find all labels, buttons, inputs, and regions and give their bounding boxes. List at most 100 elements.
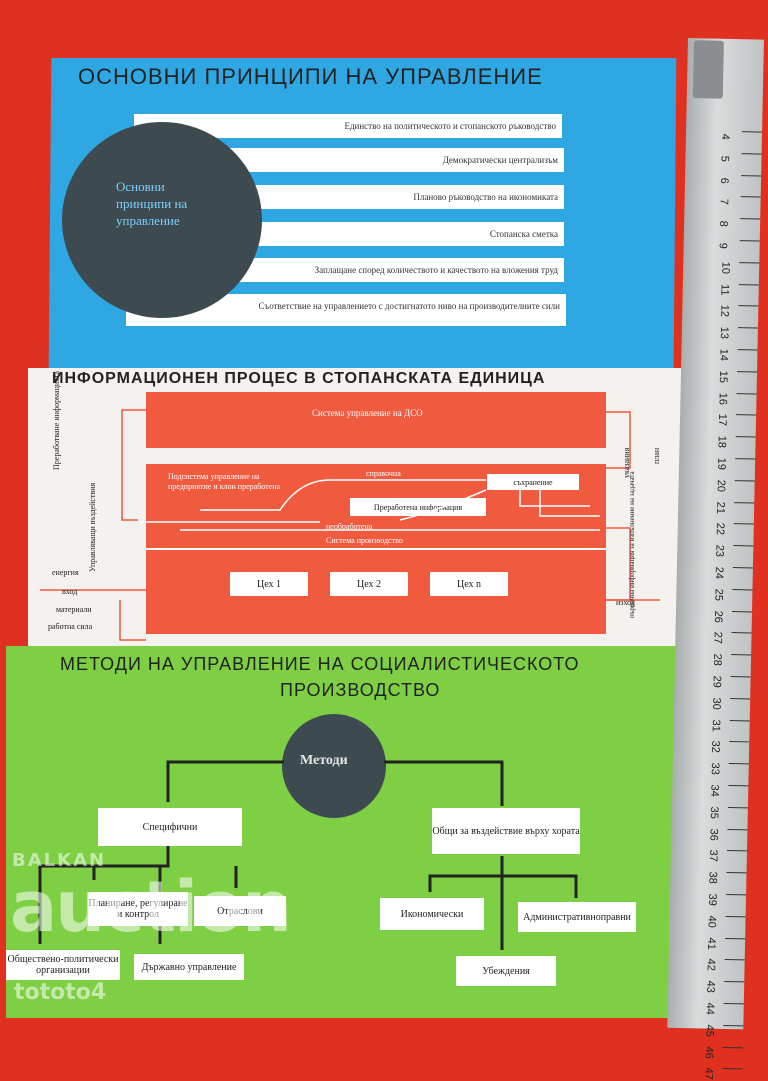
watermark-line3: tototo4 [14, 980, 107, 1005]
ruler-number: 41 [705, 937, 718, 950]
ruler-number: 6 [718, 177, 731, 184]
ruler-number: 37 [706, 849, 720, 863]
ruler-tick [735, 458, 756, 460]
dso-box [146, 392, 606, 448]
ruler-tick [732, 588, 753, 591]
info-flow-lines [40, 409, 660, 641]
ruler-number: 45 [703, 1024, 716, 1037]
ruler-tick [740, 196, 761, 198]
general-box: Общи за въздействие върху хората [432, 808, 580, 854]
ruler-tick [728, 785, 749, 787]
state-box: Държавно управление [134, 954, 244, 980]
ruler-number: 22 [713, 522, 726, 536]
reference-label: справочна [366, 469, 401, 478]
methods-circle-text: Методи [300, 753, 348, 768]
ruler-number: 21 [714, 501, 727, 514]
ruler-number: 17 [716, 413, 729, 427]
ruler-number: 31 [709, 719, 722, 732]
principles-circle [62, 122, 262, 318]
methods-tree-lines [38, 760, 578, 950]
specific-box: Специфични [98, 808, 242, 846]
ruler-number: 46 [702, 1046, 716, 1059]
ruler-tick [733, 545, 754, 547]
ruler-number: 4 [718, 133, 732, 140]
ruler-tick [738, 283, 759, 286]
ruler-number: 28 [710, 653, 724, 667]
principle-strip: Стопанска сметка [236, 222, 564, 246]
administrative-box: Административноправни [518, 902, 636, 932]
ruler-number: 18 [715, 435, 728, 449]
principles-title: ОСНОВНИ ПРИНЦИПИ НА УПРАВЛЕНИЕ [78, 64, 543, 89]
ruler-tick [730, 697, 751, 700]
ruler-number: 44 [703, 1002, 716, 1015]
ruler-number: 32 [709, 740, 722, 754]
ruler-number: 12 [718, 304, 731, 318]
ruler-tick [722, 1046, 743, 1048]
sectoral-box: Отраслови [194, 896, 286, 926]
production-label: Система производство [326, 536, 403, 545]
ruler-tick [727, 806, 748, 809]
unprocessed-label: необработена [326, 522, 373, 531]
ruler-number: 25 [712, 588, 725, 601]
ruler-tick [723, 1024, 744, 1027]
ruler-number: 26 [711, 610, 725, 623]
ruler-number: 40 [705, 915, 718, 928]
ruler-tick [736, 414, 757, 416]
output-label: изход [616, 598, 635, 607]
ruler-tick [734, 479, 755, 482]
processed-box: Преработена информация [350, 498, 486, 516]
ruler-number: 43 [704, 980, 717, 994]
ruler-tick [739, 240, 760, 242]
ruler-tick [725, 915, 746, 918]
information-title: ИНФОРМАЦИОНЕН ПРОЦЕС В СТОПАНСКАТА ЕДИНИ… [52, 370, 546, 387]
ruler-number: 36 [707, 828, 720, 841]
ruler-tick [736, 392, 757, 395]
ruler-number: 11 [718, 283, 731, 296]
ruler-clip [692, 40, 724, 99]
ruler-tick [741, 152, 762, 155]
ruler-tick [726, 872, 747, 874]
ruler-number: 9 [716, 242, 729, 249]
ruler-tick [737, 327, 758, 329]
ruler-tick [731, 654, 752, 656]
ruler-tick [738, 305, 759, 307]
ruler-number: 7 [717, 198, 730, 206]
ruler-number: 47 [702, 1067, 715, 1081]
ruler-tick [732, 567, 753, 569]
ruler-number: 14 [717, 348, 730, 362]
ruler-number: 27 [711, 631, 724, 645]
storage-box: съхранение [487, 474, 579, 490]
ruler-number: 29 [710, 675, 723, 688]
ruler-tick [733, 523, 754, 525]
ruler-tick [737, 370, 758, 373]
ruler-tick [731, 632, 752, 634]
ruler-tick [723, 1002, 744, 1005]
ruler-tick [740, 218, 761, 220]
ruler-tick [724, 981, 745, 983]
ruler-tick [727, 828, 748, 831]
ruler-number: 16 [716, 392, 729, 405]
ruler-tick [729, 719, 750, 722]
subsystem-label: Подсистема управление на предприятие и к… [168, 472, 281, 491]
ruler-number: 13 [717, 326, 731, 340]
dso-label: Система управление на ДСО [312, 408, 423, 418]
ruler-tick [739, 261, 760, 264]
ruler-tick [726, 850, 747, 852]
ruler-tick [729, 741, 750, 743]
ruler-tick [731, 610, 753, 613]
input-label: вход [62, 587, 78, 596]
ruler-number: 8 [717, 220, 730, 228]
ruler-number: 33 [708, 762, 721, 776]
energy-label: енергия [52, 568, 79, 577]
divider-line [146, 548, 606, 550]
economic-box: Икономически [380, 898, 484, 930]
ruler-tick [726, 893, 747, 896]
watermark-line1: BALKAN [12, 850, 107, 871]
ruler-tick [741, 174, 762, 177]
labor-label: работна сила [48, 622, 93, 631]
materials-label: материали [56, 605, 92, 614]
ruler-tick [737, 349, 758, 351]
ruler-number: 15 [716, 370, 730, 383]
persuasion-box: Убеждения [456, 956, 556, 986]
shop-1-box: Цех 1 [230, 572, 308, 596]
